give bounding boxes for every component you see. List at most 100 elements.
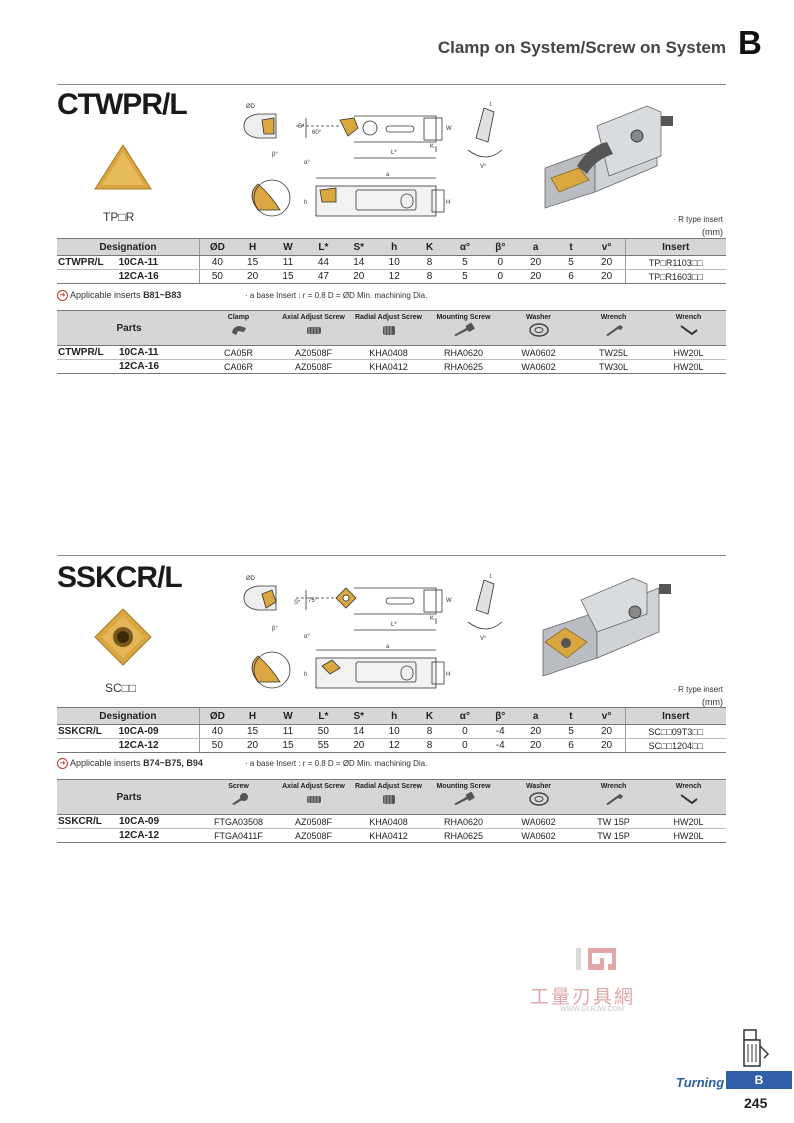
spec-header-row: Designation ØD H W L* S* h K α° β° a t v… [57, 238, 726, 256]
spec-table: Designation ØD H W L* S* h K α° β° a t v… [57, 238, 726, 284]
col-beta: β° [482, 707, 518, 725]
col-t: t [553, 707, 589, 725]
watermark-text: 工量刃具網 [530, 987, 636, 1008]
part-header: Wrench [651, 779, 726, 815]
cell: 20 [517, 269, 554, 284]
cell: 11 [270, 724, 306, 739]
label-a: a [386, 644, 390, 650]
insert-type-note: · R type insert [673, 685, 723, 694]
col-k: K [411, 707, 448, 725]
part-header-label: Mounting Screw [436, 314, 491, 321]
applicable-arrow-icon: ➜ [57, 758, 68, 770]
row-name [57, 269, 119, 284]
parts-label: Parts [57, 310, 201, 346]
col-t: t [553, 238, 589, 256]
col-insert: Insert [624, 707, 726, 725]
cell: 15 [270, 738, 306, 753]
applicable-inserts-note[interactable]: ➜Applicable inserts B81~B83 [57, 290, 182, 302]
part-header: Wrench [576, 310, 651, 346]
label-diameter: ØD [246, 576, 256, 582]
part-header: Clamp [201, 310, 276, 346]
cell: CA05R [201, 345, 276, 360]
part-header-label: Radial Adjust Screw [354, 314, 423, 321]
part-header-label: Radial Adjust Screw [354, 783, 423, 790]
col-insert: Insert [624, 238, 726, 256]
part-header: Screw [201, 779, 276, 815]
tool-holder-image [544, 105, 673, 209]
applicable-label: Applicable inserts [70, 758, 141, 768]
col-beta: β° [482, 238, 518, 256]
row-code: 12CA-12 [118, 738, 200, 753]
label-beta: β° [272, 152, 278, 158]
label-k: K [430, 144, 434, 150]
row-name: SSKCR/L [57, 724, 119, 739]
watermark-url: WWW.GLRJW.COM [560, 1006, 624, 1013]
axial-adjust-screw-icon [306, 327, 321, 334]
label-alpha: α° [304, 634, 310, 640]
part-header: Wrench [651, 310, 726, 346]
technical-drawing: ØD S* 60° β° α° L* K W t V° a h H [243, 102, 503, 217]
label-t: t [490, 102, 492, 108]
label-w: W [446, 598, 452, 604]
cell: FTGA03508 [201, 814, 276, 829]
cell: 15 [234, 724, 271, 739]
col-a: a [517, 238, 554, 256]
cell: 5 [553, 255, 589, 270]
cell: 6 [553, 269, 589, 284]
cell: 50 [198, 269, 235, 284]
section-letter: B [738, 24, 762, 61]
cell: TW 15P [576, 814, 651, 829]
row-code: 10CA-09 [118, 724, 200, 739]
col-l: L* [305, 238, 342, 256]
part-header-label: Mounting Screw [436, 783, 491, 790]
cell: 6 [553, 738, 589, 753]
cell: 40 [198, 724, 235, 739]
col-h-upper: H [234, 707, 271, 725]
insert-code: SC□□1204□□ [624, 738, 726, 753]
cell: FTGA0411F [201, 828, 276, 843]
cell: AZ0508F [276, 345, 351, 360]
part-header: Axial Adjust Screw [276, 310, 351, 346]
col-alpha: α° [447, 238, 483, 256]
cell: 8 [411, 738, 448, 753]
table-row: CTWPR/L 10CA-11 CA05R AZ0508F KHA0408 RH… [57, 345, 726, 360]
label-beta: β° [272, 626, 278, 632]
radial-adjust-screw-icon [382, 795, 395, 804]
part-header-label: Wrench [675, 314, 702, 321]
cell: 10 [376, 724, 412, 739]
part-header: Washer [501, 310, 576, 346]
insert-type-label: TP□R [103, 210, 135, 224]
part-header: Radial Adjust Screw [351, 310, 426, 346]
col-a: a [517, 707, 554, 725]
applicable-pages: B81~B83 [143, 290, 182, 300]
cell: 8 [411, 724, 448, 739]
radial-adjust-screw-icon [382, 326, 395, 335]
section-divider [57, 84, 726, 85]
col-alpha: α° [447, 707, 483, 725]
col-v: v° [588, 707, 625, 725]
row-name: CTWPR/L [57, 255, 119, 270]
cell: RHA0620 [426, 814, 501, 829]
cell: 5 [553, 724, 589, 739]
table-row: 12CA-12 50 20 15 55 20 12 8 0 -4 20 6 20… [57, 738, 726, 753]
insert-rhombic-icon [94, 608, 152, 666]
cell: 12 [376, 269, 412, 284]
label-a: a [386, 172, 390, 178]
unit-note: (mm) [702, 697, 723, 707]
tool-holder-image [542, 577, 671, 677]
cell: 20 [517, 738, 554, 753]
cell: 55 [305, 738, 342, 753]
applicable-inserts-note[interactable]: ➜Applicable inserts B74~B75, B94 [57, 758, 203, 770]
cell: KHA0412 [351, 359, 426, 374]
cell: 20 [588, 269, 626, 284]
cell: KHA0412 [351, 828, 426, 843]
cell: WA0602 [501, 828, 576, 843]
part-header-label: Clamp [227, 314, 250, 321]
washer-icon [528, 323, 549, 337]
section-tab[interactable]: B [726, 1071, 792, 1089]
col-h-lower: h [376, 238, 412, 256]
hex-wrench-icon [679, 794, 698, 805]
footer-section-label: Turning [676, 1075, 725, 1090]
label-l: L* [391, 622, 397, 628]
part-header: Washer [501, 779, 576, 815]
